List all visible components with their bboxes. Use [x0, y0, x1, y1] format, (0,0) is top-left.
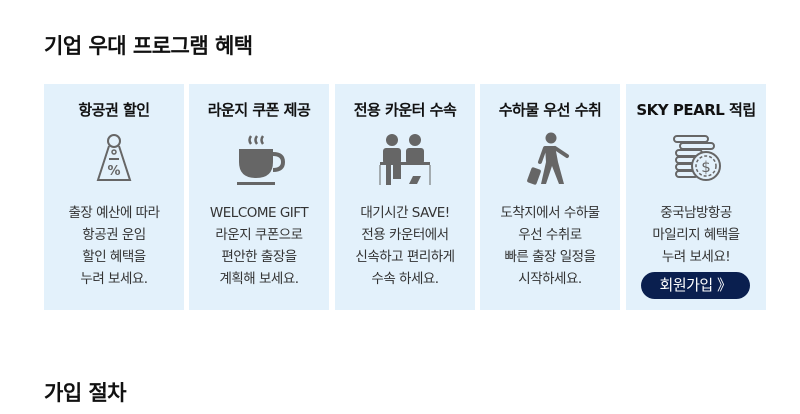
card-title: 수하물 우선 수취	[498, 101, 602, 119]
discount-tag-icon: %	[96, 134, 132, 181]
section-title: 기업 우대 프로그램 혜택	[44, 34, 253, 58]
svg-text:$: $	[701, 158, 711, 176]
coins-dollar-icon: $	[673, 135, 721, 181]
card-title: 전용 카운터 수속	[353, 101, 457, 119]
signup-process-title: 가입 절차	[44, 381, 127, 405]
coffee-cup-icon	[237, 135, 286, 185]
card-title: 라운지 쿠폰 제공	[207, 101, 311, 119]
card-title: 항공권 할인	[78, 101, 150, 119]
traveler-luggage-icon	[527, 132, 569, 185]
svg-text:%: %	[107, 164, 120, 179]
check-in-counter-icon	[379, 134, 431, 185]
member-join-button[interactable]: 회원가입 》	[641, 272, 750, 299]
card-title: SKY PEARL 적립	[636, 101, 756, 119]
